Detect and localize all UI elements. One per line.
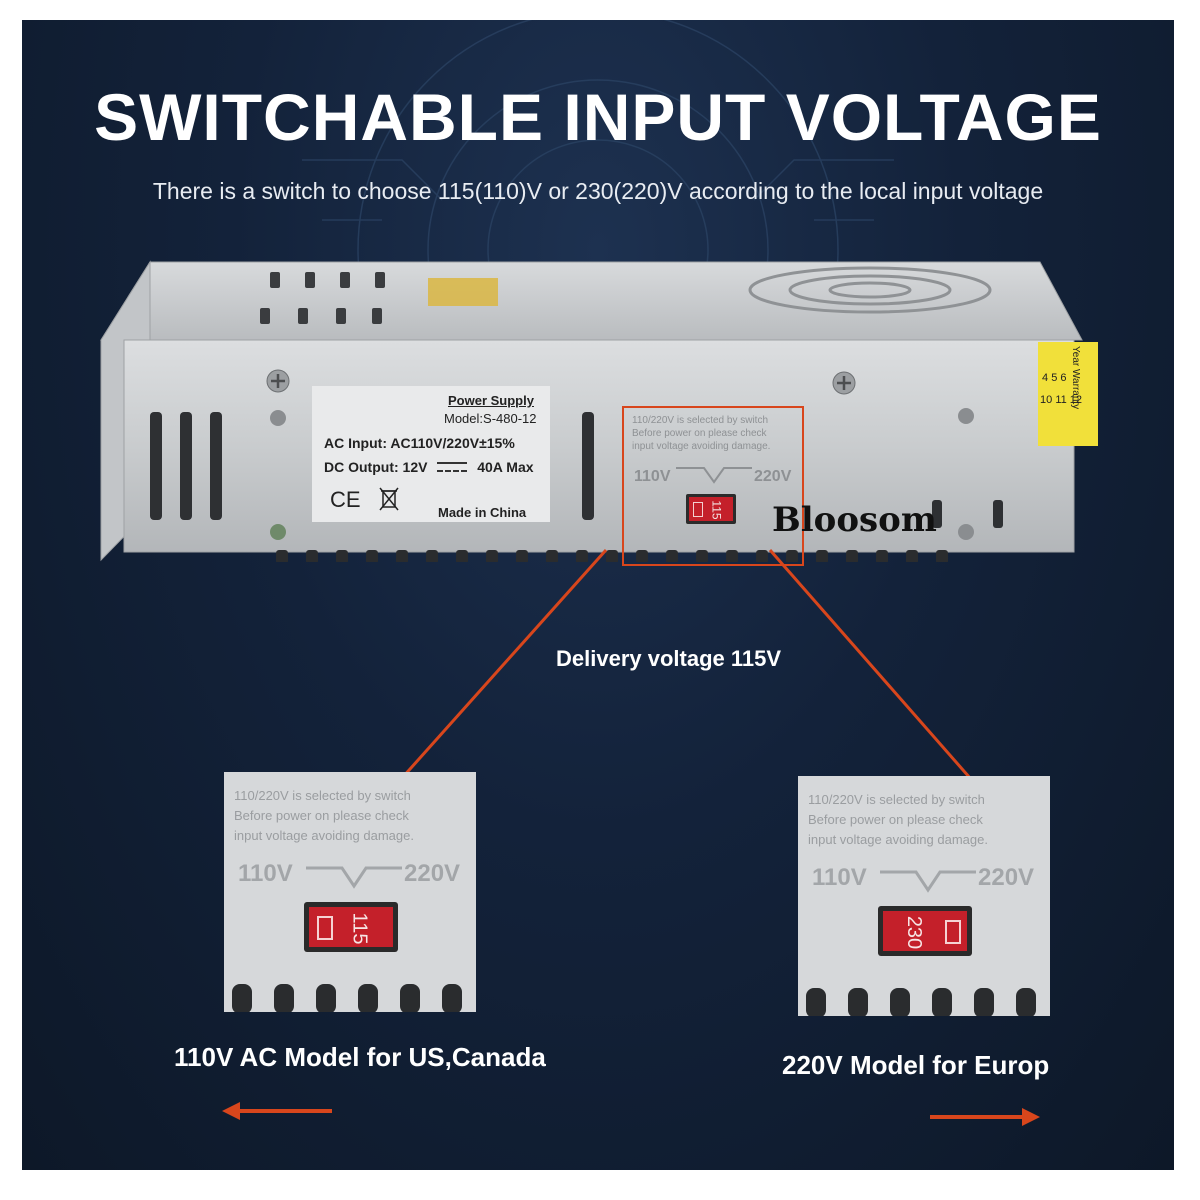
model-caption-220v: 220V Model for Europ <box>782 1050 1050 1080</box>
power-supply-unit: Power Supply Model:S-480-12 AC Input: AC… <box>100 260 1112 566</box>
closeup-110v-arrow-icon <box>306 866 402 889</box>
switch-mark-220: 220V <box>754 468 792 485</box>
closeup-110v-vents <box>232 984 462 1012</box>
switch-direction-arrow-icon <box>676 467 752 484</box>
label-dc-output: DC Output: 12V 40A Max <box>324 460 534 474</box>
voltage-switch-panel: 110/220V is selected by switch Before po… <box>622 406 804 566</box>
label-ac-input: AC Input: AC110V/220V±15% <box>324 435 515 451</box>
closeup-220v-switch[interactable]: 230 <box>878 906 972 956</box>
power-supply-body <box>100 260 1083 562</box>
closeup-110v-warning: 110/220V is selected by switch Before po… <box>234 788 414 843</box>
closeup-110v-switch[interactable]: 115 <box>304 902 398 952</box>
product-infographic: SWITCHABLE INPUT VOLTAGE There is a swit… <box>22 20 1174 1170</box>
left-arrow-icon <box>222 1102 332 1120</box>
warranty-text: Year Warranty <box>1070 346 1081 410</box>
page-title: SWITCHABLE INPUT VOLTAGE <box>94 80 1102 154</box>
page-subtitle: There is a switch to choose 115(110)V or… <box>152 178 1044 204</box>
label-made-in: Made in China <box>438 505 527 520</box>
warranty-sticker: Year Warranty 4 5 6 10 11 12 <box>1038 342 1098 446</box>
closeup-220v-warning: 110/220V is selected by switch Before po… <box>808 792 988 847</box>
label-heading: Power Supply <box>448 393 534 408</box>
switch-mark-110: 110V <box>634 468 671 485</box>
warranty-numbers-row-2: 10 11 12 <box>1040 394 1083 406</box>
closeup-220v: 110/220V is selected by switch Before po… <box>798 776 1050 1016</box>
switch-toggle: 115 <box>689 497 733 521</box>
model-caption-110v: 110V AC Model for US,Canada <box>174 1042 546 1072</box>
callout-lines <box>400 548 972 780</box>
delivery-voltage-note: Delivery voltage 115V <box>556 646 782 671</box>
closeup-110v-switch-value: 115 <box>348 912 371 945</box>
weee-bin-icon <box>379 487 399 511</box>
closeup-220v-arrow-icon <box>880 870 976 893</box>
ce-mark: CE <box>330 487 361 512</box>
voltage-selector-switch[interactable]: 115 <box>686 494 736 524</box>
brand-watermark: Bloosom <box>772 500 937 540</box>
switch-warning-text: 110/220V is selected by switch Before po… <box>632 415 771 452</box>
closeup-220v-vents <box>806 988 1036 1016</box>
label-dc-output-voltage: DC Output: 12V <box>324 459 428 475</box>
product-label: Power Supply Model:S-480-12 AC Input: AC… <box>312 386 550 522</box>
dc-symbol-icon <box>437 462 468 473</box>
closeup-110v: 110/220V is selected by switch Before po… <box>224 772 476 1012</box>
right-arrow-icon <box>930 1108 1040 1126</box>
label-model: Model:S-480-12 <box>444 411 537 426</box>
label-dc-output-current: 40A Max <box>477 459 534 475</box>
closeup-220v-switch-value: 230 <box>903 915 926 950</box>
warranty-numbers-row-1: 4 5 6 <box>1042 372 1067 384</box>
